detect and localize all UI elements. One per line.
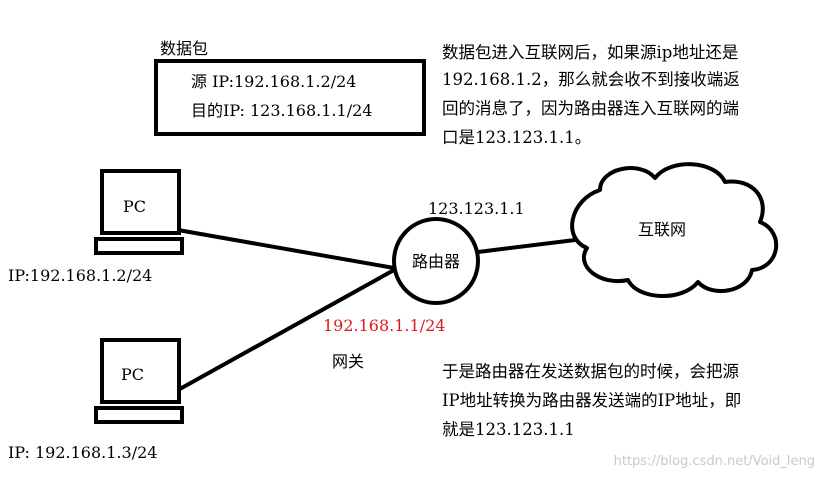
note-top-line: 192.168.1.2，那么就会收不到接收端返 (442, 70, 740, 89)
pc2-ip: IP: 192.168.1.3/24 (8, 443, 157, 462)
internet-label: 互联网 (638, 220, 686, 239)
watermark: https://blog.csdn.net/Void_leng (614, 454, 815, 469)
pc1-computer-icon (94, 169, 184, 255)
link-router-internet (477, 238, 576, 254)
pc1-monitor (100, 169, 181, 235)
pc2-label: PC (121, 365, 144, 384)
packet-src-ip: 源 IP:192.168.1.2/24 (191, 72, 356, 91)
gateway-label: 网关 (332, 352, 364, 371)
pc2-computer-icon (94, 338, 184, 424)
pc1-keyboard (94, 237, 184, 255)
packet-box (154, 59, 426, 136)
packet-dst-ip: 目的IP: 123.168.1.1/24 (191, 101, 372, 120)
router-circle (392, 217, 480, 305)
note-bottom: 于是路由器在发送数据包的时候，会把源 IP地址转换为路由器发送端的IP地址，即 … (442, 362, 741, 439)
note-top-line: 回的消息了，因为路由器连入互联网的端 (442, 99, 739, 118)
packet-title: 数据包 (160, 39, 208, 58)
link-pc1-router (177, 228, 395, 270)
router-label: 路由器 (412, 252, 460, 271)
note-top-line: 口是123.123.1.1。 (442, 128, 591, 147)
note-bottom-line: 于是路由器在发送数据包的时候，会把源 (442, 362, 739, 381)
note-bottom-line: IP地址转换为路由器发送端的IP地址，即 (442, 391, 741, 410)
router-wan-ip: 123.123.1.1 (428, 199, 525, 218)
pc1-label: PC (123, 197, 146, 216)
pc2-keyboard (94, 406, 184, 424)
note-bottom-line: 就是123.123.1.1 (442, 420, 575, 439)
router-lan-ip: 192.168.1.1/24 (323, 316, 445, 335)
pc2-monitor (100, 338, 181, 404)
note-top: 数据包进入互联网后，如果源ip地址还是 192.168.1.2，那么就会收不到接… (442, 43, 740, 147)
pc1-ip: IP:192.168.1.2/24 (8, 266, 152, 285)
link-pc2-router (177, 268, 395, 392)
note-top-line: 数据包进入互联网后，如果源ip地址还是 (442, 43, 738, 62)
internet-cloud-icon (570, 162, 779, 298)
